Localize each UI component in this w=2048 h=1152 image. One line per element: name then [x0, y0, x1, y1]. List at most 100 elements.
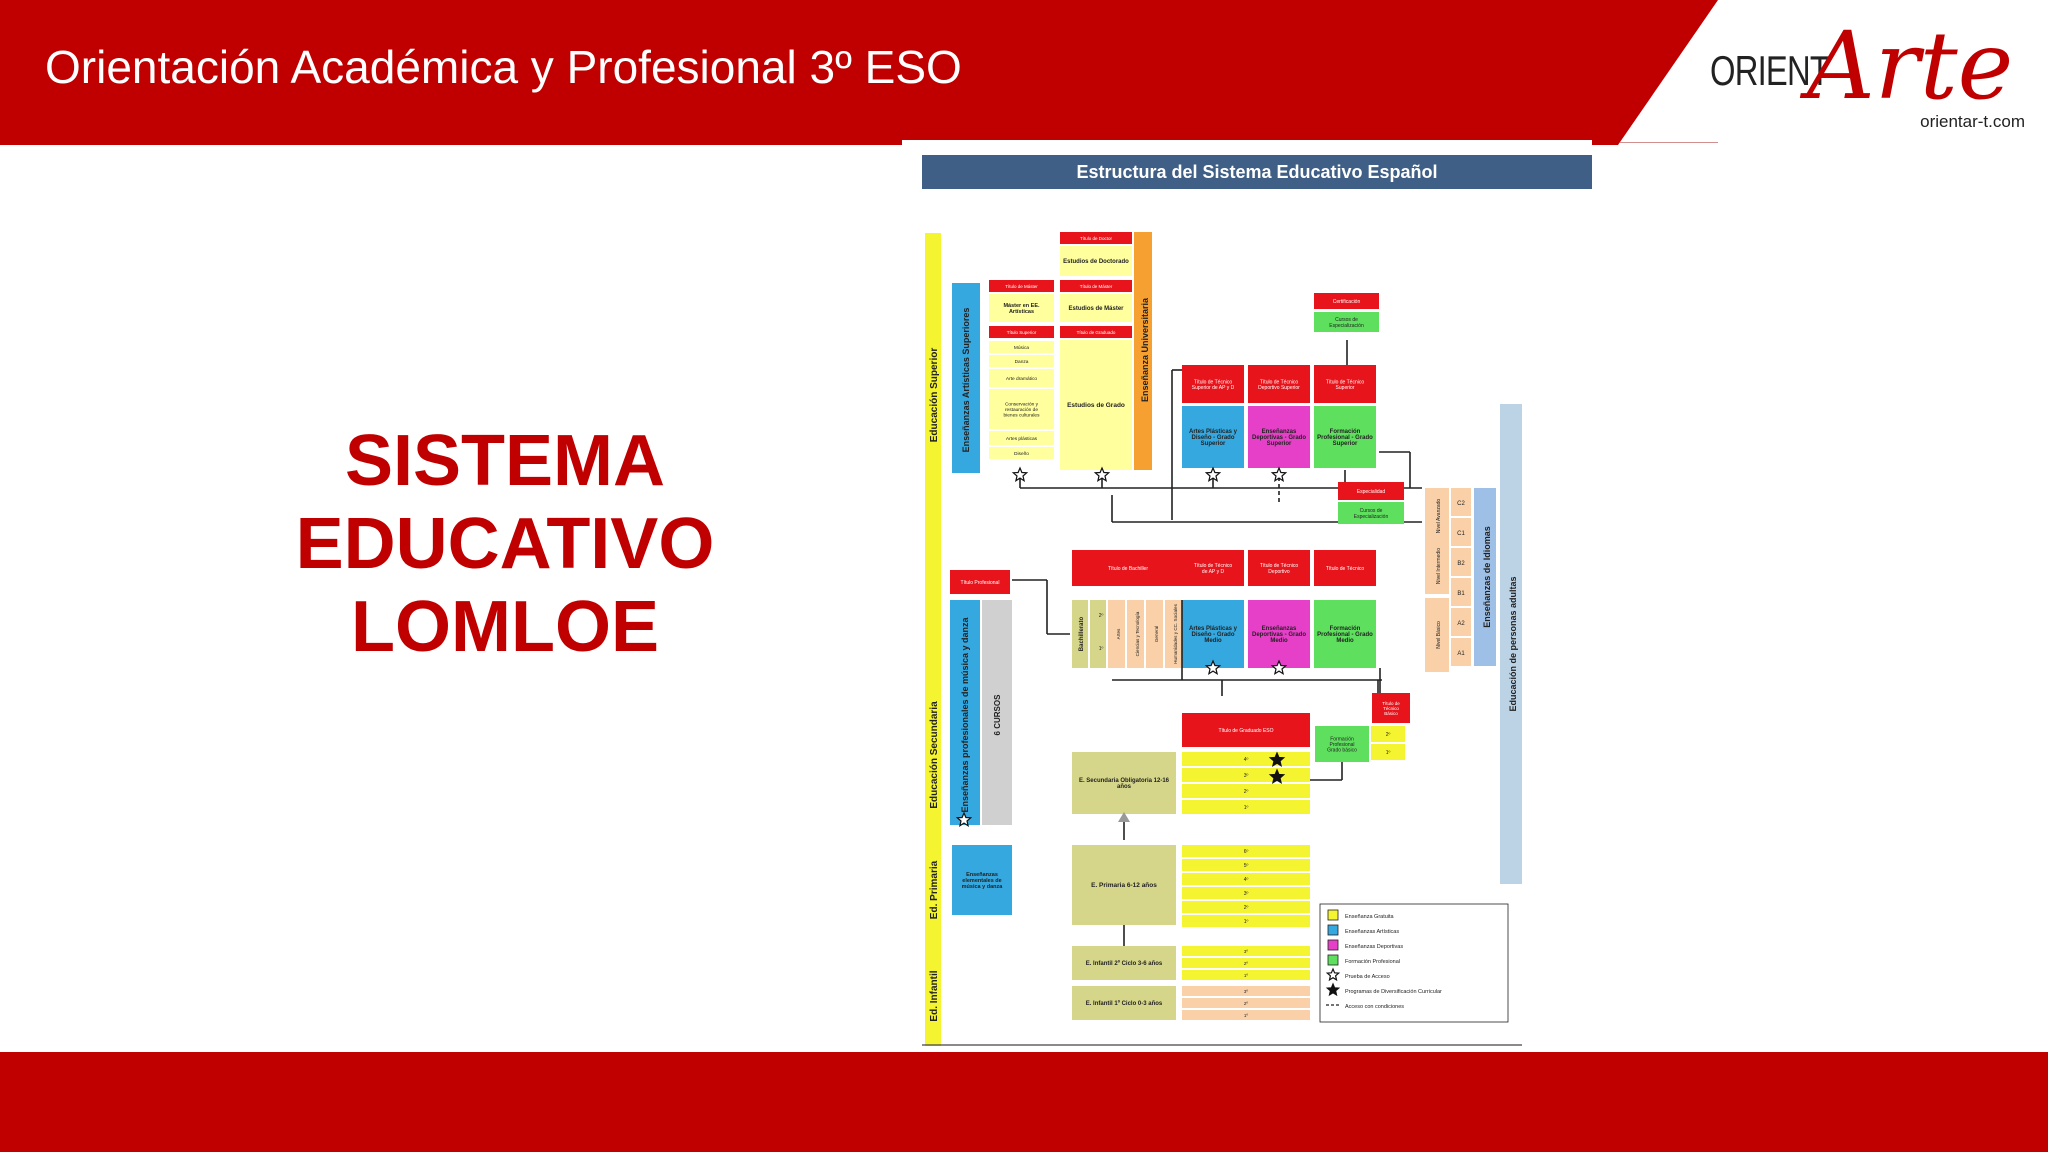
- diagram-box: [950, 570, 1010, 594]
- idiomas-cefr-box: [1451, 638, 1471, 666]
- stage-bar-primaria: [925, 845, 941, 940]
- diagram-box-label: Superior de AP y D: [1192, 385, 1235, 391]
- orientarte-logo: ORIENT Arte orientar-t.com: [1705, 10, 2035, 140]
- diagram-box: [1182, 915, 1310, 927]
- stage-label-primaria: Ed. Primaria: [929, 860, 940, 919]
- diagram-box-label: 3º: [1244, 891, 1249, 897]
- diagram-box-label: Título de: [1382, 701, 1400, 706]
- diagram-box: [1182, 970, 1310, 980]
- legend-label: Formación Profesional: [1345, 959, 1400, 965]
- artisticas-superiores-bar: [952, 283, 980, 473]
- diagram-box: [1182, 845, 1310, 857]
- legend-box: [1319, 903, 1509, 1023]
- legend-label: Enseñanzas Deportivas: [1345, 944, 1403, 950]
- diagram-box: [1182, 998, 1310, 1008]
- diagram-box: [1371, 744, 1405, 760]
- diagram-box-label: Formación: [1330, 626, 1361, 632]
- diagram-box: [1182, 713, 1310, 747]
- legend-swatch: [1327, 954, 1339, 966]
- diagram-box-label: Deportivas - Grado: [1252, 435, 1306, 441]
- legend-swatch: [1327, 939, 1339, 951]
- diagram-box: [989, 431, 1054, 445]
- diagram-box-label: 4º: [1244, 877, 1249, 883]
- diagram-box: [1248, 406, 1310, 468]
- diagram-box-label: elementales de: [962, 878, 1001, 884]
- diagram-box-label: 1º: [1386, 750, 1391, 756]
- diagram-box-label: Profesional - Grado: [1317, 435, 1373, 441]
- idiomas-nivel-label: Nivel Avanzado: [1436, 499, 1442, 534]
- diagram-box-label: Cursos de: [1360, 508, 1383, 514]
- bach-modalidad-label: General: [1154, 626, 1159, 642]
- idiomas-cefr-box: [1451, 578, 1471, 606]
- diagram-box-label: Artes plásticas: [1006, 436, 1038, 442]
- idiomas-label: Enseñanzas de Idiomas: [1482, 526, 1492, 628]
- prueba-acceso-star-icon: [1204, 466, 1222, 482]
- legend-label: Acceso con condiciones: [1345, 1004, 1404, 1010]
- diagram-box-label: Máster en EE.: [1003, 303, 1040, 309]
- idiomas-nivel-box: [1425, 598, 1449, 672]
- diagram-box-label: Grado básico: [1327, 748, 1357, 754]
- diagram-box: [1182, 887, 1310, 899]
- universitaria-label: Enseñanza Universitaria: [1140, 297, 1150, 402]
- diagram-box-label: Título Superior: [1007, 330, 1037, 335]
- diagram-box-label: E. Primaria 6-12 años: [1091, 882, 1157, 889]
- diagram-box: [1060, 232, 1132, 244]
- diagram-box: [1072, 845, 1176, 925]
- idiomas-nivel-box: [1425, 538, 1449, 594]
- bach-modalidad-box: [1165, 600, 1182, 668]
- diagram-box: [1182, 986, 1310, 996]
- bachillerato-label: Bachillerato: [1079, 617, 1085, 652]
- diagram-box: [989, 355, 1054, 367]
- diagram-box: [1182, 550, 1244, 586]
- diagram-box-label: Título de Técnico: [1194, 563, 1232, 569]
- stage-bar-superior: [925, 233, 941, 558]
- diagram-box: [1060, 340, 1132, 470]
- idiomas-cefr-box: [1451, 548, 1471, 576]
- diagram-box-label: Estudios de Doctorado: [1063, 259, 1129, 265]
- bach-modalidad-box: [1127, 600, 1144, 668]
- artisticas-superiores-label: Enseñanzas Artísticas Superiores: [961, 308, 971, 453]
- diagram-box-label: Conservación y: [1005, 402, 1039, 408]
- diagram-box-label: Especialización: [1354, 514, 1389, 520]
- diagram-box-label: Título de Técnico: [1260, 563, 1298, 569]
- prueba-acceso-star-icon: [1204, 659, 1222, 675]
- profesionales-musica-label: Enseñanzas profesionales de música y dan…: [960, 616, 970, 812]
- diagram-box: [989, 326, 1054, 338]
- bachillerato-bar: [1072, 600, 1088, 668]
- diagram-box-label: 1º: [1244, 919, 1249, 925]
- prueba-acceso-star-icon: [1270, 659, 1288, 675]
- diagram-box-label: Artísticas: [1009, 309, 1034, 315]
- main-heading: SISTEMA EDUCATIVO LOMLOE: [230, 420, 780, 669]
- diagram-box-label: Estudios de Máster: [1068, 306, 1124, 312]
- diagram-box: [1060, 326, 1132, 338]
- diagram-box: [1314, 550, 1376, 586]
- diagram-box-label: Título de Doctor: [1080, 236, 1113, 241]
- diagram-box: [1182, 784, 1310, 798]
- stage-label-infantil: Ed. Infantil: [929, 970, 940, 1021]
- diagram-box-label: Título de Técnico: [1326, 566, 1364, 572]
- seis-cursos-label: 6 CURSOS: [993, 694, 1002, 736]
- diagram-box: [1072, 946, 1176, 980]
- legend-label: Prueba de Acceso: [1345, 974, 1390, 980]
- universitaria-bar: [1134, 232, 1152, 470]
- diagram-box-label: Superior: [1336, 385, 1355, 391]
- legend-swatch: [1327, 909, 1339, 921]
- logo-url: orientar-t.com: [1920, 112, 2025, 131]
- diagram-box: [1338, 502, 1404, 524]
- heading-line: LOMLOE: [351, 587, 659, 667]
- diagram-box-label: Título de Técnico: [1194, 379, 1232, 385]
- idiomas-nivel-box: [1425, 488, 1449, 544]
- diagram-box-label: Artes Plásticas y: [1189, 626, 1238, 632]
- diversificacion-star-icon: [1268, 751, 1286, 767]
- diagram-box-label: Medio: [1336, 638, 1354, 644]
- diagram-box-label: 3º: [1244, 949, 1249, 954]
- diagram-box-label: 1º: [1244, 805, 1249, 811]
- diagram-box-label: Medio: [1204, 638, 1222, 644]
- diagram-box-label: Formación: [1330, 429, 1361, 435]
- diagram-box: [1371, 726, 1405, 742]
- diagram-box-label: bienes culturales: [1004, 413, 1041, 419]
- diagram-box: [989, 389, 1054, 429]
- diagram-box: [1338, 482, 1404, 500]
- footer-bar: [0, 1052, 2048, 1152]
- bach-courses-col: [1090, 600, 1106, 668]
